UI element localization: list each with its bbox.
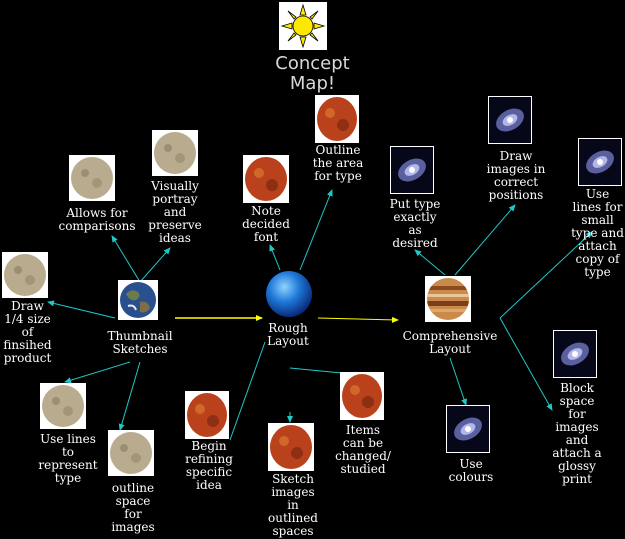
put-type-node: Put type exactly as desired xyxy=(389,197,441,250)
galaxy-icon xyxy=(578,138,622,190)
line-to-use-colours xyxy=(449,357,467,406)
use-colours-node: Use colours xyxy=(448,457,494,484)
moon-icon xyxy=(2,252,48,302)
moon-icon xyxy=(69,155,115,205)
allows-comparisons-node: Allows for comparisons xyxy=(58,206,136,233)
galaxy-icon xyxy=(553,330,597,382)
line-fork-up xyxy=(499,231,593,319)
line-to-allows xyxy=(111,235,141,283)
use-lines-node: Use lines to represent type xyxy=(38,432,98,485)
moon-icon xyxy=(40,383,86,433)
moon-icon xyxy=(152,130,198,180)
mars-icon xyxy=(243,155,289,207)
begin-refining-node: Begin refining specific idea xyxy=(185,439,233,492)
visually-portray-node: Visually portray and preserve ideas xyxy=(148,179,202,245)
mars-icon xyxy=(268,423,314,475)
moon-icon xyxy=(108,430,154,480)
line-to-outline-area xyxy=(299,189,333,271)
use-lines-small-node: Use lines for small type and attach copy… xyxy=(571,188,624,279)
line-to-draw-images xyxy=(454,204,516,276)
mars-icon xyxy=(185,391,229,443)
line-to-visually xyxy=(139,247,171,283)
line-to-use-lines xyxy=(64,361,131,384)
thumbnail-sketches-node: Thumbnail Sketches xyxy=(107,329,173,356)
mars-icon xyxy=(340,372,384,424)
note-font-node: Note decided font xyxy=(242,204,290,244)
galaxy-icon xyxy=(488,96,532,148)
galaxy-icon xyxy=(446,405,490,457)
block-space-node: Block space for images and attach a glos… xyxy=(552,381,602,486)
line-to-outline-space xyxy=(118,361,141,431)
earth-icon xyxy=(118,280,158,324)
line-to-note-font xyxy=(269,244,281,271)
comprehensive-layout-node: Comprehensive Layout xyxy=(402,329,498,356)
rough-layout-node: Rough Layout xyxy=(267,321,309,348)
mars-icon xyxy=(315,95,359,147)
sketch-images-node: Sketch images in outlined spaces xyxy=(268,472,318,538)
neptune-icon xyxy=(265,270,313,322)
line-to-put-type xyxy=(414,249,446,276)
items-changed-node: Items can be changed/ studied xyxy=(335,423,391,476)
line-to-begin-refining xyxy=(229,341,266,441)
arrow-rough-to-comprehensive xyxy=(317,316,399,323)
outline-area-node: Outline the area for type xyxy=(312,143,364,183)
page-title: Concept Map! xyxy=(275,53,350,94)
sun-icon xyxy=(279,2,327,54)
line-to-draw-quarter xyxy=(47,300,116,319)
galaxy-icon xyxy=(390,146,434,198)
draw-quarter-node: Draw 1/4 size of finsihed product xyxy=(3,299,52,365)
jupiter-icon xyxy=(425,276,471,326)
draw-images-node: Draw images in correct positions xyxy=(486,149,546,202)
line-fork-down xyxy=(499,317,553,411)
outline-space-node: outline space for images xyxy=(111,481,155,534)
